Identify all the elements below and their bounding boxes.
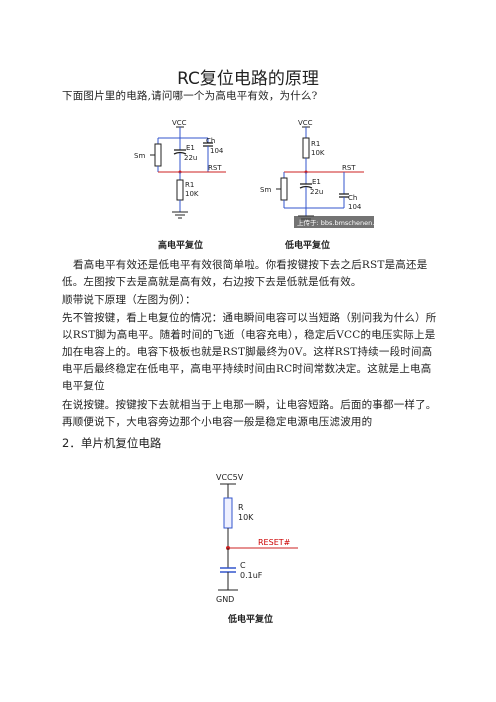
left-vcc-label: VCC — [172, 119, 187, 127]
mcu-reset-circuit: VCC5V R 10K RESET# C 0.1uF GND — [216, 473, 298, 604]
paragraph-2: 顺带说下原理（左图为例）： — [62, 294, 196, 306]
mcu-r-value: 10K — [238, 513, 254, 522]
left-rst-label: RST — [208, 164, 222, 172]
mcu-gnd-label: GND — [216, 595, 234, 604]
left-r1-label: R1 — [185, 181, 194, 189]
caption-low-reset: 低电平复位 — [285, 241, 331, 251]
caption-high-reset: 高电平复位 — [158, 241, 204, 251]
mcu-c-label: C — [240, 561, 246, 570]
page-title: RC复位电路的原理 — [177, 69, 319, 89]
left-ch-label: Ch — [206, 137, 215, 145]
left-ch-value: 104 — [210, 147, 224, 155]
right-reset-circuit: VCC R1 10K RST Sm E1 22u Ch 104 上传于: bbs… — [260, 119, 374, 228]
right-vcc-label: VCC — [298, 119, 313, 127]
right-ch-value: 104 — [348, 203, 362, 211]
right-e1-label: E1 — [312, 178, 321, 186]
mcu-r-label: R — [238, 503, 244, 512]
question-text: 下面图片里的电路,请问哪一个为高电平有效，为什么? — [62, 90, 318, 102]
right-switch-label: Sm — [260, 186, 271, 194]
mcu-c-value: 0.1uF — [240, 571, 263, 580]
paragraph-4: 在说按键。按键按下去就相当于上电那一瞬，让电容短路。后面的事都一样了。再顺便说下… — [62, 399, 437, 428]
right-r1-label: R1 — [311, 140, 320, 148]
right-ch-label: Ch — [348, 194, 357, 202]
right-r1-value: 10K — [311, 149, 325, 157]
mcu-reset-label: RESET# — [258, 538, 291, 547]
section-heading-2: 2．单片机复位电路 — [62, 436, 162, 450]
left-reset-circuit: VCC Sm E1 22u Ch 104 RST R1 10K — [134, 119, 226, 219]
right-rst-label: RST — [342, 164, 356, 172]
left-e1-value: 22u — [184, 154, 197, 162]
left-e1-label: E1 — [186, 144, 195, 152]
left-r1-value: 10K — [185, 190, 199, 198]
right-e1-value: 22u — [310, 188, 323, 196]
paragraph-3: 先不管按键，看上电复位的情况：通电瞬间电容可以当短路（别问我为什么）所以RST脚… — [62, 312, 437, 392]
paragraph-1: 看高电平有效还是低电平有效很简单啦。你看按键按下去之后RST是高还是低。左图按下… — [62, 259, 428, 288]
caption-mcu-low-reset: 低电平复位 — [228, 615, 274, 625]
left-switch-label: Sm — [134, 152, 145, 160]
mcu-vcc-label: VCC5V — [216, 473, 244, 482]
watermark-text: 上传于: bbs.bmschenen.com — [297, 218, 374, 227]
